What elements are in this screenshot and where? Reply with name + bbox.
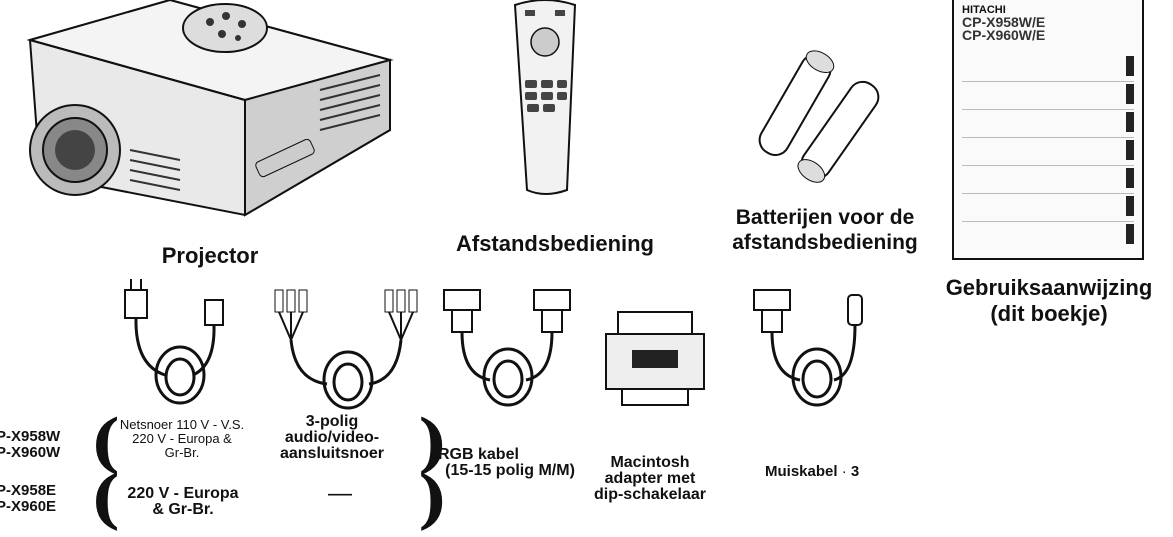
- av-cable-label: 3-polig audio/video- aansluitsnoer: [279, 413, 385, 462]
- power-cord-illustration: [124, 279, 224, 405]
- manual-cover: HITACHI CP-X958W/E CP-X960W/E: [952, 0, 1144, 260]
- projector-illustration: [26, 0, 394, 217]
- projector-label: Projector: [161, 243, 259, 268]
- mac-adapter-label: Macintosh adapter met dip-schakelaar: [593, 454, 707, 503]
- manual-label: Gebruiksaanwijzing (dit boekje): [945, 275, 1153, 326]
- page-number: 3: [850, 463, 860, 480]
- mac-adapter-illustration: [605, 311, 705, 406]
- manual-language-list: [962, 54, 1134, 249]
- mouse-cable-label: Muiskabel · 3: [765, 463, 860, 480]
- power-cord-w-label: Netsnoer 110 V - V.S. 220 V - Europa & G…: [119, 417, 245, 460]
- brace-left-e: (: [90, 462, 121, 537]
- batteries-label: Batterijen voor de afstandsbediening: [732, 206, 918, 254]
- rgb-cable-illustration: [443, 289, 571, 407]
- manual-model-2: CP-X960W/E: [962, 27, 1046, 43]
- batteries-illustration: [758, 50, 880, 183]
- brace-right-e: ): [418, 462, 449, 537]
- power-cord-e-label: 220 V - Europa & Gr-Br.: [127, 485, 239, 518]
- rgb-cable-label: RGB kabel (15-15 polig M/M): [438, 446, 575, 479]
- remote-label: Afstandsbediening: [455, 231, 654, 256]
- mouse-cable-illustration: [753, 289, 863, 407]
- av-cable-e-dash: —: [328, 480, 352, 507]
- model-group-w: P-X958W P-X960W: [0, 428, 61, 461]
- brace-right-w: ): [418, 406, 449, 481]
- av-cable-illustration: [274, 289, 418, 410]
- manual-brand: HITACHI: [962, 4, 1006, 16]
- model-group-e: P-X958E P-X960E: [0, 482, 57, 515]
- manual-model-1: CP-X958W/E: [962, 14, 1046, 30]
- brace-left-w: (: [90, 406, 121, 481]
- remote-control-illustration: [513, 0, 577, 195]
